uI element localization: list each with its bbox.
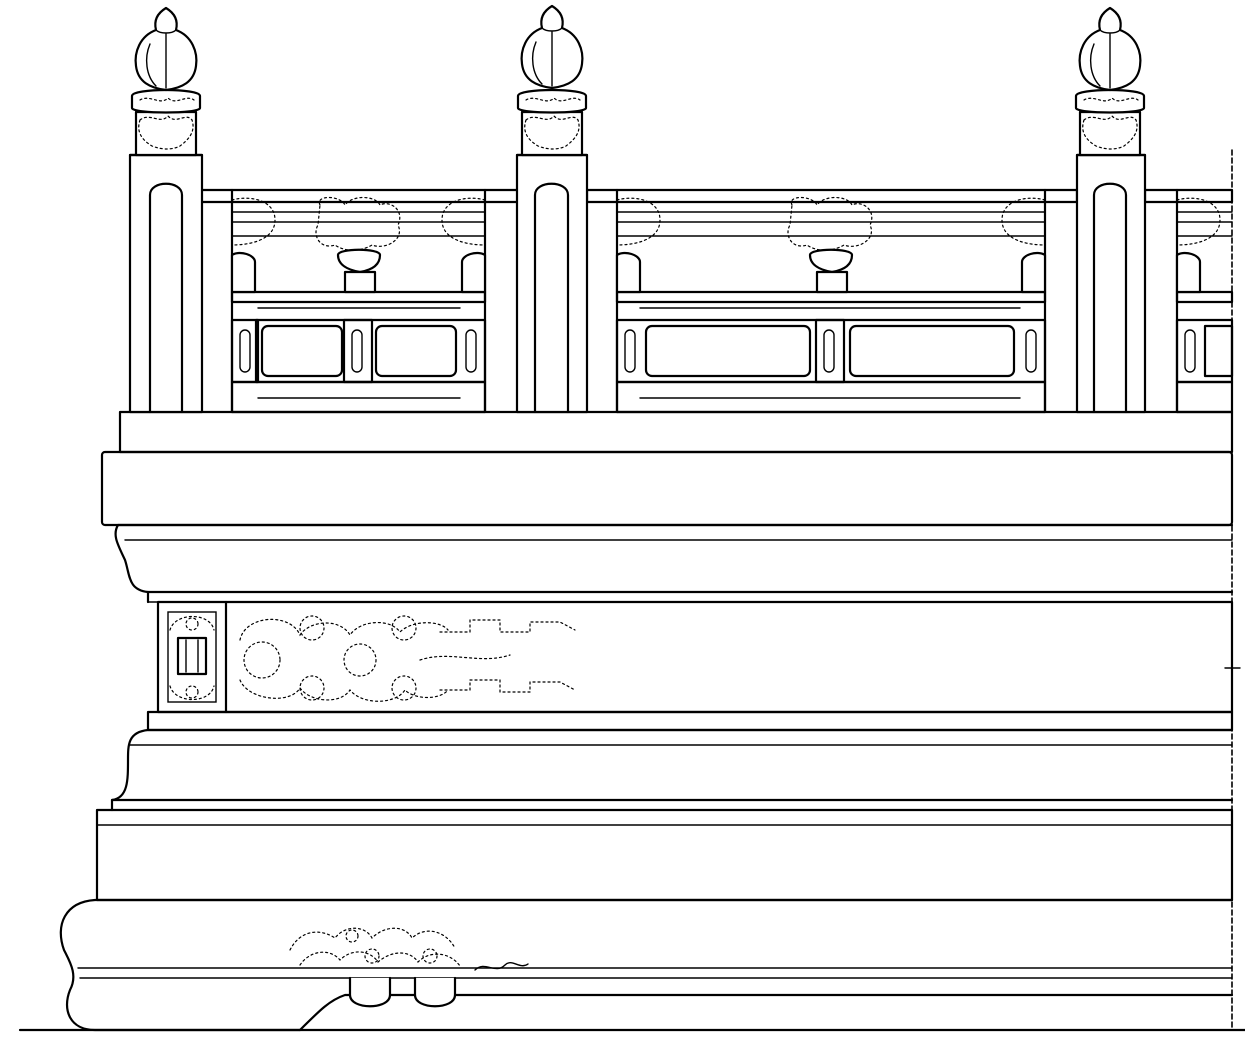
post-3 — [1074, 6, 1147, 414]
vase-baluster — [787, 196, 873, 294]
section-break-line — [1224, 149, 1241, 1031]
half-baluster-left — [615, 197, 661, 294]
half-baluster-left — [230, 197, 276, 294]
frieze-end-medallion — [167, 611, 217, 703]
railing-panel-3-partial — [1143, 188, 1234, 414]
half-baluster-right — [441, 197, 487, 294]
half-baluster-right — [1001, 197, 1047, 294]
base-cloud-relief — [289, 927, 529, 1008]
post-1 — [128, 6, 204, 414]
base-plinth — [18, 410, 1245, 1032]
railing-panel-1 — [199, 188, 520, 414]
vase-baluster — [315, 196, 401, 294]
frieze-scroll-carving — [239, 615, 576, 702]
railing-panel-2 — [585, 188, 1079, 414]
post-2 — [515, 4, 589, 414]
